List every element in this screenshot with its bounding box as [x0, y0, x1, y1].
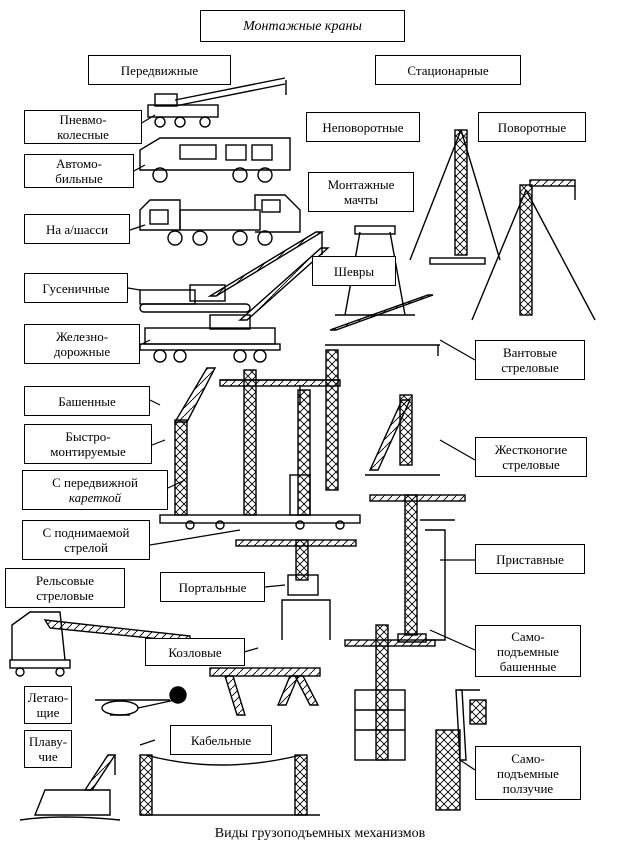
label-shears-text: Шевры	[333, 263, 375, 279]
label-stiffleg: Жестконогие стреловые	[475, 437, 587, 477]
floating-crane-drawing	[19, 754, 121, 821]
self-climbing-crawler-drawing	[435, 689, 487, 811]
attached-crane-drawing	[369, 494, 466, 643]
label-guyed-line1: Вантовые	[502, 345, 558, 360]
label-movable-carriage-line2: кареткой	[68, 490, 122, 505]
label-rail-boom: Рельсовые стреловые	[5, 568, 125, 608]
label-floating: Плаву- чие	[24, 730, 72, 768]
category-stationary: Стационарные	[375, 55, 521, 85]
label-auto-line1: Автомо-	[55, 156, 103, 171]
label-self-climbing-tower-line1: Само-	[511, 628, 545, 644]
truck-crane-drawing	[139, 137, 291, 183]
gantry-crane-drawing	[209, 667, 321, 716]
label-gantry: Козловые	[145, 638, 245, 666]
self-climbing-tower-drawing	[344, 624, 436, 761]
label-floating-line1: Плаву-	[28, 734, 68, 749]
figure-caption: Виды грузоподъемных механизмов	[214, 826, 426, 841]
label-chassis: На а/шасси	[24, 214, 130, 244]
label-railway-line2: дорожные	[53, 344, 111, 359]
label-fast: Быстро- монтируемые	[24, 424, 152, 464]
cable-crane-drawing	[139, 754, 320, 816]
label-tower-text: Башенные	[58, 393, 116, 409]
category-mobile: Передвижные	[88, 55, 231, 85]
label-chassis-text: На а/шасси	[45, 221, 109, 237]
category-stationary-text: Стационарные	[407, 62, 489, 78]
label-railway-line1: Железно-	[55, 329, 109, 344]
label-tower: Башенные	[24, 386, 150, 416]
label-crawler-text: Гусеничные	[42, 280, 110, 296]
label-lifting-boom: С поднимаемой стрелой	[22, 520, 150, 560]
label-auto-line2: бильные	[55, 171, 103, 186]
crawler-crane-drawing	[139, 231, 325, 313]
label-self-climbing-tower-line3: башенные	[499, 658, 557, 674]
chassis-crane-drawing	[139, 194, 301, 246]
label-portal-text: Портальные	[178, 579, 247, 595]
label-crawler: Гусеничные	[24, 273, 128, 303]
label-rail-boom-line1: Рельсовые	[35, 573, 95, 588]
label-self-climbing-crawler-line1: Само-	[511, 750, 545, 766]
label-nonrotating: Неповоротные	[306, 112, 420, 142]
label-stiffleg-line1: Жестконогие	[494, 442, 568, 457]
label-lifting-boom-line2: стрелой	[64, 540, 108, 555]
label-guyed: Вантовые стреловые	[475, 340, 585, 380]
label-rotating: Поворотные	[478, 112, 586, 142]
label-attached: Приставные	[475, 544, 585, 574]
label-auto: Автомо- бильные	[24, 154, 134, 188]
label-cable-text: Кабельные	[190, 732, 252, 748]
label-rotating-text: Поворотные	[497, 119, 567, 135]
label-fast-line1: Быстро-	[65, 429, 111, 444]
label-flying-line1: Летаю-	[27, 690, 69, 705]
label-self-climbing-crawler: Само- подъемные ползучие	[475, 746, 581, 800]
label-pneumo-line1: Пневмо-	[59, 112, 107, 127]
label-cable: Кабельные	[170, 725, 272, 755]
tower-cranes-drawing	[159, 367, 361, 530]
label-shears: Шевры	[312, 256, 396, 286]
label-self-climbing-tower-line2: подъемные	[497, 643, 559, 659]
label-mast-line2: мачты	[343, 192, 379, 207]
page-title-text: Монтажные краны	[243, 18, 362, 34]
connector-lines	[127, 114, 476, 771]
masts-drawing	[409, 129, 596, 321]
stiffleg-derrick-drawing	[365, 394, 440, 476]
label-self-climbing-crawler-line2: подъемные	[497, 765, 559, 781]
category-mobile-text: Передвижные	[120, 62, 199, 78]
label-gantry-text: Козловые	[168, 644, 222, 660]
label-nonrotating-text: Неповоротные	[322, 119, 404, 135]
hammerhead-crane-drawing	[235, 539, 357, 640]
label-mast: Монтажные мачты	[308, 172, 414, 212]
label-flying: Летаю- щие	[24, 686, 72, 724]
label-guyed-line2: стреловые	[501, 360, 559, 375]
label-rail-boom-line2: стреловые	[36, 588, 94, 603]
label-floating-line2: чие	[38, 749, 58, 764]
label-flying-line2: щие	[36, 705, 60, 720]
label-lifting-boom-line1: С поднимаемой	[42, 525, 130, 540]
railway-crane-drawing	[139, 247, 330, 363]
page-title: Монтажные краны	[200, 10, 405, 42]
label-fast-line2: монтируемые	[50, 444, 126, 459]
pneumatic-crane-drawing	[147, 77, 287, 128]
label-pneumo: Пневмо- колесные	[24, 110, 142, 144]
label-stiffleg-line2: стреловые	[502, 457, 560, 472]
helicopter-drawing	[95, 686, 187, 716]
label-self-climbing-tower: Само- подъемные башенные	[475, 625, 581, 677]
label-mast-line1: Монтажные	[327, 177, 395, 192]
label-self-climbing-crawler-line3: ползучие	[502, 780, 554, 796]
label-attached-text: Приставные	[496, 551, 564, 567]
label-railway: Железно- дорожные	[24, 324, 140, 364]
label-pneumo-line2: колесные	[57, 127, 109, 142]
label-portal: Портальные	[160, 572, 265, 602]
label-movable-carriage: С передвижной кареткой	[22, 470, 168, 510]
guyed-derrick-drawing	[325, 294, 440, 491]
label-movable-carriage-line1: С передвижной	[52, 475, 138, 490]
